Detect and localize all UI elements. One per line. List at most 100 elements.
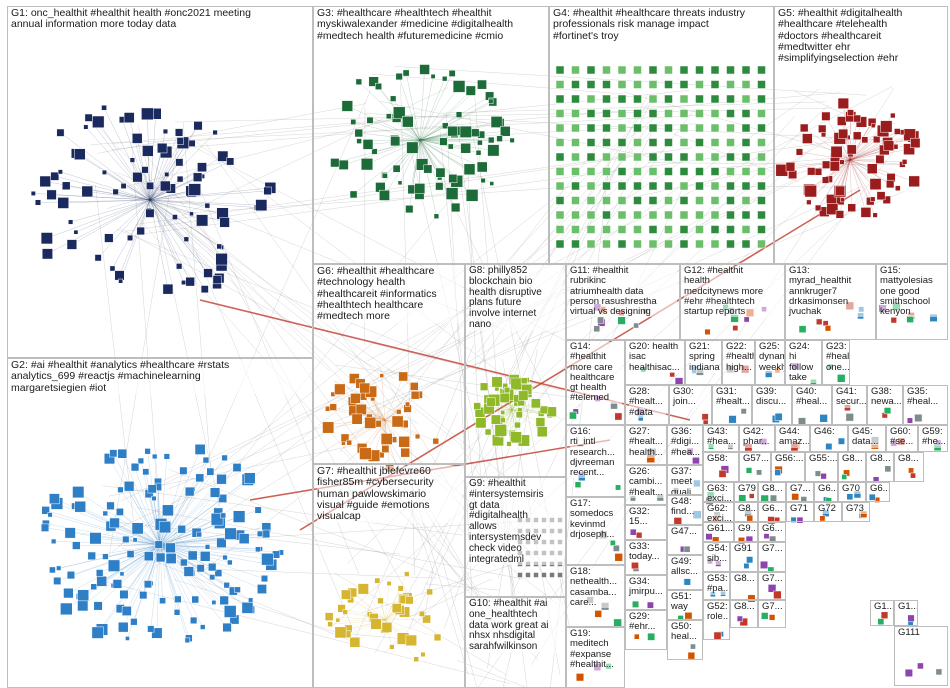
- node-marker[interactable]: [633, 152, 642, 162]
- node-marker[interactable]: [349, 636, 361, 648]
- node-marker[interactable]: [405, 401, 411, 407]
- node-marker[interactable]: [322, 421, 335, 434]
- node-marker[interactable]: [664, 210, 673, 220]
- node-marker[interactable]: [539, 405, 549, 415]
- node-marker[interactable]: [181, 280, 187, 285]
- node-marker[interactable]: [405, 634, 417, 647]
- node-marker[interactable]: [106, 501, 115, 510]
- node-marker[interactable]: [402, 116, 414, 128]
- node-marker[interactable]: [835, 210, 845, 219]
- group-label[interactable]: G14: #healthit more care healthcare gt h…: [570, 341, 622, 404]
- node-marker[interactable]: [72, 541, 81, 550]
- group-label[interactable]: G20: health isac healthisac...: [629, 341, 682, 373]
- node-marker[interactable]: [377, 597, 384, 605]
- node-marker[interactable]: [546, 406, 557, 417]
- group-label[interactable]: G8...: [762, 483, 783, 495]
- node-marker[interactable]: [422, 614, 431, 624]
- node-marker[interactable]: [488, 98, 494, 104]
- group-label[interactable]: G44: amaz...: [779, 426, 810, 448]
- node-marker[interactable]: [139, 591, 148, 600]
- node-marker[interactable]: [127, 234, 134, 241]
- node-marker[interactable]: [165, 553, 177, 564]
- node-marker[interactable]: [910, 137, 921, 149]
- node-marker[interactable]: [633, 167, 642, 176]
- node-marker[interactable]: [679, 210, 689, 220]
- node-marker[interactable]: [370, 618, 382, 630]
- node-marker[interactable]: [664, 181, 673, 191]
- node-marker[interactable]: [107, 559, 121, 572]
- node-marker[interactable]: [679, 65, 689, 75]
- node-marker[interactable]: [405, 205, 414, 214]
- node-marker[interactable]: [418, 610, 425, 617]
- node-marker[interactable]: [471, 128, 480, 137]
- node-marker[interactable]: [876, 191, 886, 201]
- group-label[interactable]: G19: meditech #expanse #healthit...: [570, 628, 622, 670]
- node-marker[interactable]: [705, 533, 713, 541]
- node-marker[interactable]: [695, 152, 704, 162]
- node-marker[interactable]: [847, 203, 856, 212]
- node-marker[interactable]: [695, 239, 704, 249]
- node-marker[interactable]: [473, 402, 481, 410]
- node-marker[interactable]: [774, 412, 783, 421]
- node-marker[interactable]: [147, 484, 157, 494]
- node-marker[interactable]: [737, 537, 746, 545]
- node-marker[interactable]: [602, 65, 611, 75]
- node-marker[interactable]: [745, 467, 753, 474]
- node-marker[interactable]: [840, 197, 845, 203]
- node-marker[interactable]: [679, 80, 689, 89]
- node-marker[interactable]: [788, 170, 798, 179]
- node-marker[interactable]: [679, 225, 689, 234]
- node-marker[interactable]: [56, 128, 65, 137]
- node-marker[interactable]: [196, 564, 205, 573]
- node-marker[interactable]: [820, 132, 827, 138]
- node-marker[interactable]: [219, 217, 230, 228]
- node-marker[interactable]: [760, 494, 769, 504]
- group-label[interactable]: G4: #healthit #healthcare threats indust…: [553, 7, 771, 42]
- group-label[interactable]: G3: #healthcare #healthtech #healthit my…: [317, 7, 546, 42]
- node-marker[interactable]: [180, 558, 188, 567]
- node-marker[interactable]: [757, 239, 766, 249]
- node-marker[interactable]: [679, 94, 689, 104]
- node-marker[interactable]: [211, 600, 217, 605]
- node-marker[interactable]: [555, 65, 565, 75]
- node-marker[interactable]: [433, 633, 442, 642]
- node-marker[interactable]: [695, 138, 704, 147]
- node-marker[interactable]: [452, 80, 466, 93]
- node-marker[interactable]: [726, 109, 735, 118]
- group-label[interactable]: G8...: [898, 453, 921, 465]
- group-label[interactable]: G29: #ehr...: [629, 611, 664, 633]
- node-marker[interactable]: [165, 542, 176, 553]
- node-marker[interactable]: [602, 94, 611, 104]
- node-marker[interactable]: [617, 123, 627, 133]
- node-marker[interactable]: [701, 413, 709, 421]
- node-marker[interactable]: [648, 181, 658, 191]
- node-marker[interactable]: [398, 371, 409, 382]
- group-label[interactable]: G73: [846, 503, 867, 515]
- node-marker[interactable]: [907, 614, 915, 622]
- node-marker[interactable]: [903, 143, 915, 155]
- node-marker[interactable]: [822, 160, 831, 169]
- node-marker[interactable]: [609, 540, 616, 546]
- node-marker[interactable]: [460, 143, 471, 154]
- node-marker[interactable]: [131, 522, 144, 535]
- node-marker[interactable]: [687, 651, 696, 660]
- node-marker[interactable]: [381, 622, 393, 633]
- node-marker[interactable]: [593, 325, 601, 333]
- node-marker[interactable]: [91, 626, 104, 639]
- node-marker[interactable]: [743, 316, 750, 323]
- node-marker[interactable]: [710, 210, 720, 220]
- group-label[interactable]: G53: #pa...: [707, 573, 730, 595]
- group-label[interactable]: G34: jmirpu...: [629, 576, 664, 598]
- node-marker[interactable]: [866, 163, 878, 174]
- node-marker[interactable]: [679, 109, 689, 118]
- node-marker[interactable]: [193, 121, 203, 131]
- node-marker[interactable]: [435, 182, 444, 191]
- group-label[interactable]: G48: find...: [671, 496, 700, 518]
- node-marker[interactable]: [710, 225, 720, 234]
- node-marker[interactable]: [741, 239, 751, 249]
- node-marker[interactable]: [807, 167, 816, 176]
- node-marker[interactable]: [189, 211, 194, 217]
- node-marker[interactable]: [804, 184, 817, 198]
- node-marker[interactable]: [664, 138, 673, 147]
- node-marker[interactable]: [487, 144, 500, 157]
